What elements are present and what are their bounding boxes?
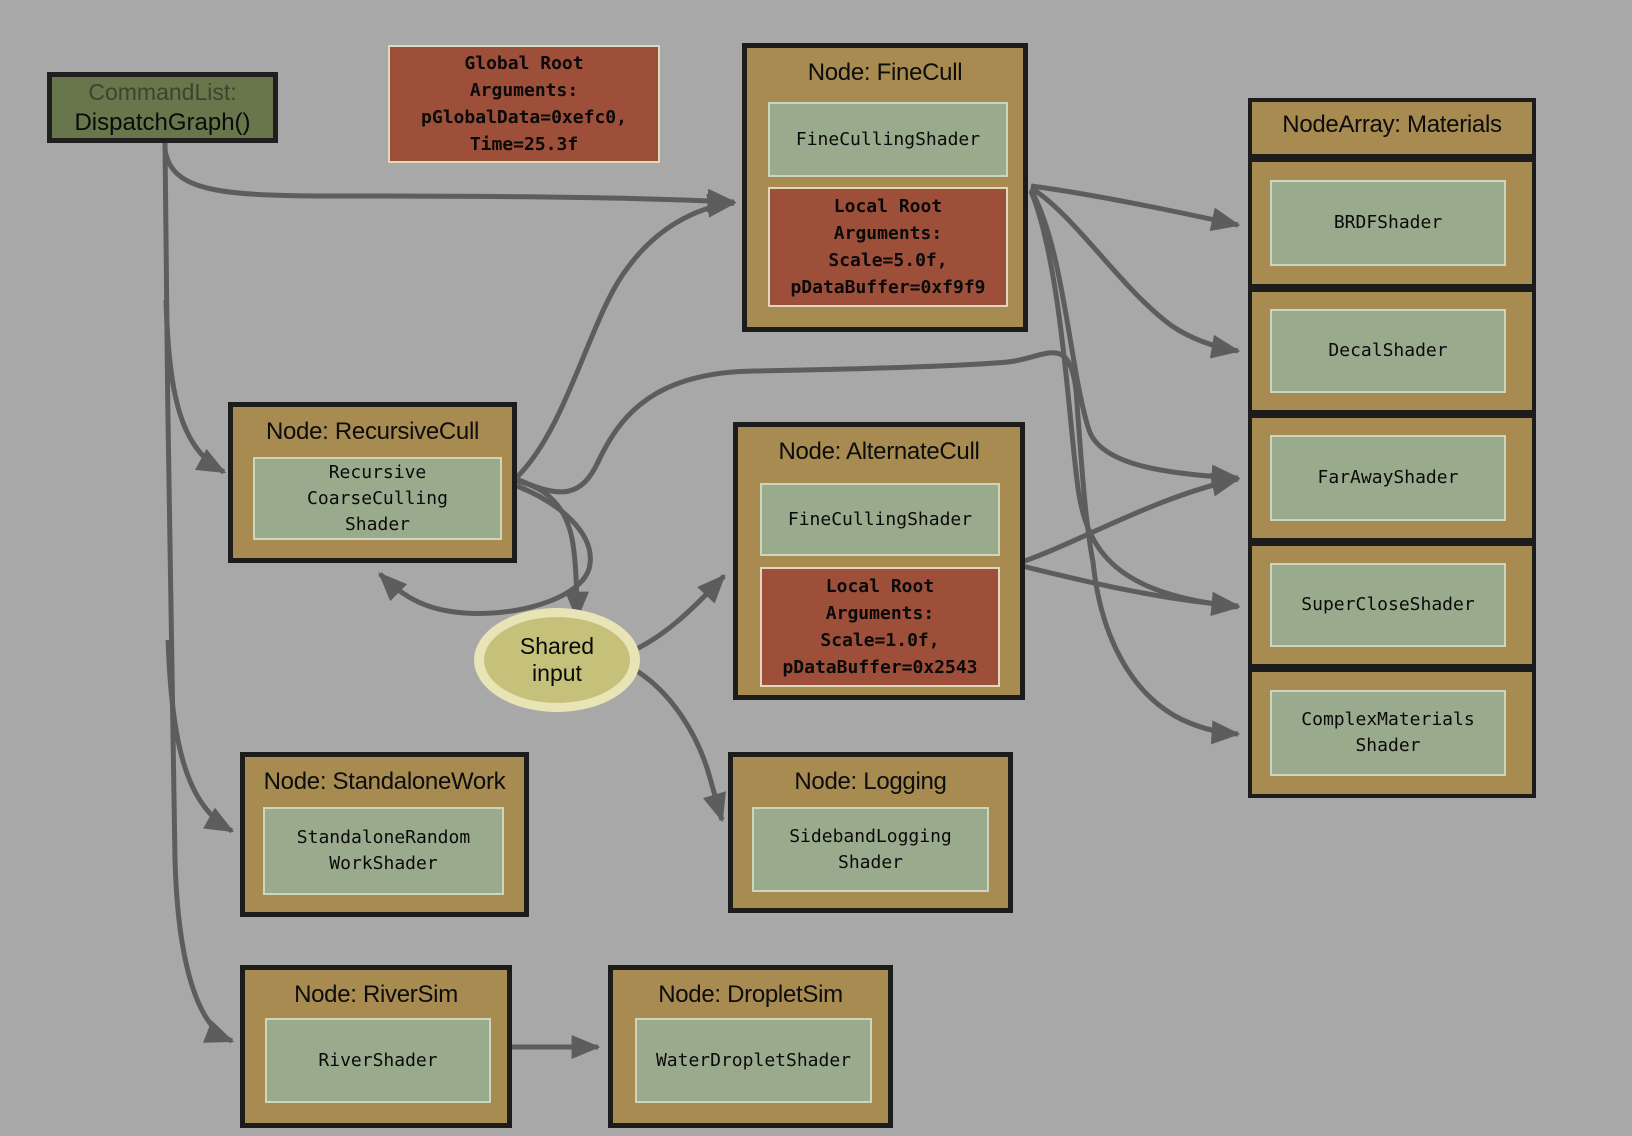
node-riversim: Node: RiverSim RiverShader (240, 965, 512, 1128)
edge-dispatch-finecull (162, 149, 737, 213)
node-recursivecull-shader: Recursive CoarseCulling Shader (253, 457, 502, 540)
shared-input-ellipse: Shared input (474, 608, 640, 712)
node-logging-shader: SidebandLogging Shader (752, 807, 989, 892)
material-cell-faraway: FarAwayShader (1248, 414, 1536, 542)
material-cell-complexmaterials: ComplexMaterials Shader (1248, 668, 1536, 798)
node-finecull-local-root-args: Local Root Arguments: Scale=5.0f, pDataB… (768, 187, 1008, 307)
material-complexmaterialsshader: ComplexMaterials Shader (1270, 690, 1506, 776)
edge-alternatecull-superclose (1021, 563, 1241, 616)
edge-finecull-decal (1029, 185, 1241, 359)
node-logging-title: Node: Logging (794, 768, 947, 795)
node-finecull-shader: FineCullingShader (768, 102, 1008, 177)
node-dropletsim-shader: WaterDropletShader (635, 1018, 872, 1103)
edge-dispatch-riversim (162, 142, 235, 1044)
node-alternatecull-local-root-args: Local Root Arguments: Scale=1.0f, pDataB… (760, 567, 1000, 687)
material-cell-decal: DecalShader (1248, 288, 1536, 414)
node-recursivecull-title: Node: RecursiveCull (265, 418, 480, 445)
node-finecull: Node: FineCull FineCullingShader Local R… (742, 43, 1028, 332)
node-alternatecull-title: Node: AlternateCull (778, 438, 980, 465)
commandlist-label: CommandList: (88, 79, 237, 105)
edge-finecull-superclose (1028, 190, 1241, 617)
node-alternatecull-shader: FineCullingShader (760, 483, 1000, 556)
nodearray-materials-title: NodeArray: Materials (1282, 111, 1502, 138)
edge-recursivecull-selfloop (378, 483, 593, 616)
node-alternatecull: Node: AlternateCull FineCullingShader Lo… (733, 422, 1025, 700)
nodearray-materials-header: NodeArray: Materials (1248, 98, 1536, 158)
edge-sharedinput-logging (630, 665, 726, 823)
material-supercloseshader: SuperCloseShader (1270, 563, 1506, 647)
shared-input-label: Shared input (484, 617, 630, 703)
commandlist-box: CommandList: DispatchGraph() (47, 72, 278, 143)
node-standalonework-shader: StandaloneRandom WorkShader (263, 807, 504, 895)
edge-sharedinput-alternatecull (628, 574, 726, 655)
node-recursivecull: Node: RecursiveCull Recursive CoarseCull… (228, 402, 517, 563)
node-finecull-title: Node: FineCull (807, 59, 963, 86)
node-dropletsim-title: Node: DropletSim (658, 981, 843, 1008)
edge-dispatch-standalonework (165, 639, 235, 834)
material-cell-brdf: BRDFShader (1248, 158, 1536, 288)
node-standalonework-title: Node: StandaloneWork (263, 768, 506, 795)
node-dropletsim: Node: DropletSim WaterDropletShader (608, 965, 893, 1128)
node-standalonework: Node: StandaloneWork StandaloneRandom Wo… (240, 752, 529, 917)
material-brdfshader: BRDFShader (1270, 180, 1506, 266)
node-riversim-title: Node: RiverSim (294, 981, 458, 1008)
edge-dispatch-recursivecull (163, 299, 227, 475)
edge-recursivecull-finecull (515, 193, 737, 479)
node-logging: Node: Logging SidebandLogging Shader (728, 752, 1013, 913)
material-farawayshader: FarAwayShader (1270, 435, 1506, 521)
material-decalshader: DecalShader (1270, 309, 1506, 393)
edge-alternatecull-faraway (1021, 472, 1241, 565)
edge-recursivecull-complexmaterials (515, 350, 1241, 745)
material-cell-superclose: SuperCloseShader (1248, 542, 1536, 668)
edge-finecull-brdf (1030, 183, 1241, 232)
global-root-arguments: Global Root Arguments: pGlobalData=0xefc… (388, 45, 660, 163)
edge-finecull-faraway (1028, 188, 1241, 489)
node-riversim-shader: RiverShader (265, 1018, 491, 1103)
dispatchgraph-label: DispatchGraph() (74, 109, 251, 136)
